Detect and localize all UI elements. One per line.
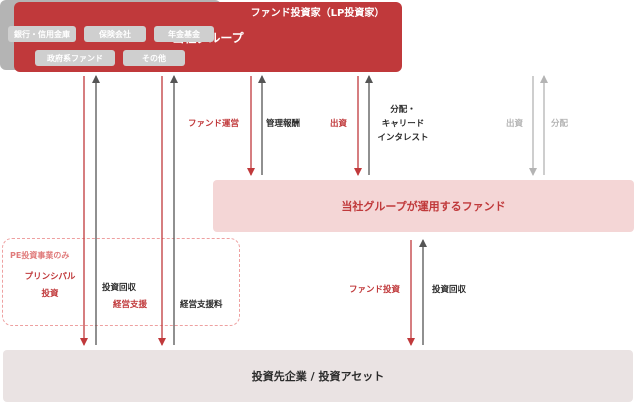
label-distribution-line1: 分配・ bbox=[390, 105, 416, 115]
pe-label: PE投資事業のみ bbox=[10, 251, 70, 260]
lp-chip-insurance: 保険会社 bbox=[84, 26, 146, 42]
lp-chip-pension: 年金基金 bbox=[154, 26, 214, 42]
lp-chip-bank: 銀行・信用金庫 bbox=[8, 26, 76, 42]
label-management-support-fee: 経営支援料 bbox=[180, 300, 223, 310]
lp-title: ファンド投資家（LP投資家） bbox=[250, 8, 385, 19]
lp-investor-box: ファンド投資家（LP投資家） 銀行・信用金庫 保険会社 年金基金 政府系ファンド… bbox=[0, 0, 384, 70]
label-management-fee: 管理報酬 bbox=[266, 119, 301, 129]
label-fund-investment: ファンド投資 bbox=[349, 285, 401, 295]
lp-chip-other: その他 bbox=[123, 50, 185, 66]
fund-title: 当社グループが運用するファンド bbox=[341, 200, 506, 213]
pe-dashed-frame bbox=[2, 238, 240, 326]
fund-box: 当社グループが運用するファンド bbox=[213, 180, 634, 232]
label-fund-recovery: 投資回収 bbox=[432, 285, 467, 295]
label-principal-recovery: 投資回収 bbox=[102, 283, 137, 293]
label-distribution-line2: キャリード bbox=[381, 119, 425, 129]
asset-box: 投資先企業 / 投資アセット bbox=[3, 350, 633, 402]
label-group-investment: 出資 bbox=[330, 119, 348, 129]
label-lp-distribution: 分配 bbox=[551, 119, 569, 129]
label-principal-investment: プリンシパル 投資 bbox=[20, 270, 80, 301]
label-principal-line1: プリンシパル bbox=[24, 272, 76, 282]
label-management-support: 経営支援 bbox=[113, 300, 148, 310]
lp-chip-sovereign: 政府系ファンド bbox=[35, 50, 115, 66]
label-distribution-carry: 分配・ キャリード インタレスト bbox=[372, 103, 434, 145]
label-distribution-line3: インタレスト bbox=[377, 133, 429, 143]
label-principal-line2: 投資 bbox=[41, 289, 59, 299]
label-fund-operation: ファンド運営 bbox=[188, 119, 240, 129]
asset-title: 投資先企業 / 投資アセット bbox=[251, 370, 385, 383]
label-lp-investment: 出資 bbox=[506, 119, 524, 129]
